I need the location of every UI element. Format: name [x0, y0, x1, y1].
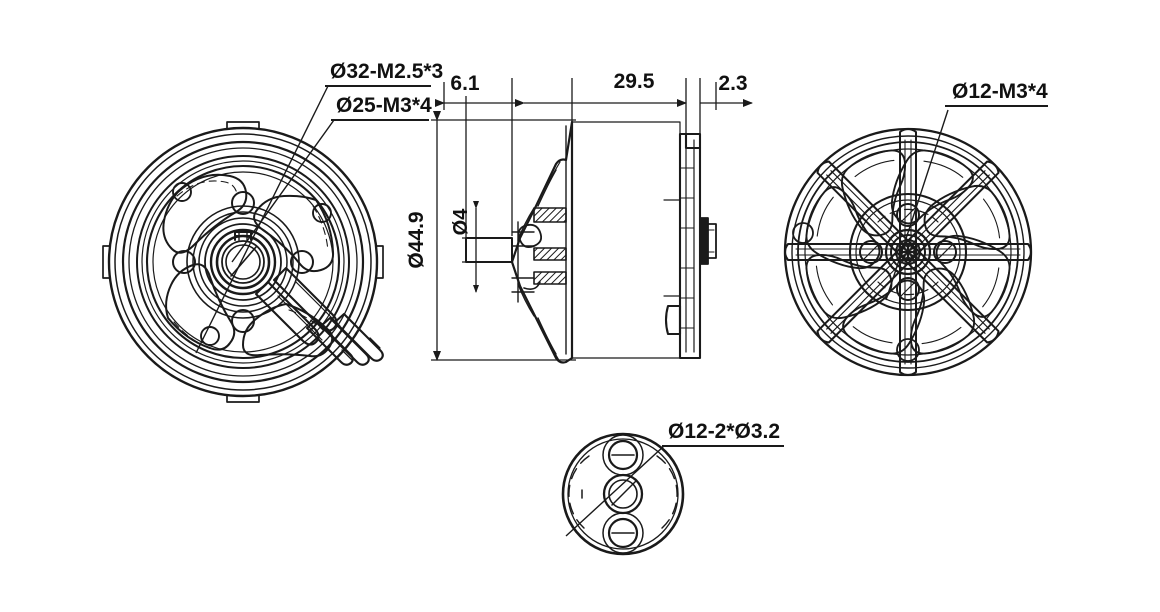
shaft-end-slash [611, 480, 637, 506]
front-rim-notches [102, 121, 384, 403]
leader-d12-m3 [885, 109, 949, 301]
annotation-text-group: Ø32-M2.5*3 Ø25-M3*4 Ø12-M3*4 Ø12-2*Ø3.2 … [330, 60, 1048, 443]
dimension-29-5: 29.5 [614, 70, 655, 93]
bell-hub [848, 192, 968, 312]
section-bell-body [510, 120, 574, 364]
shaft-end-callout-leader [565, 445, 784, 537]
section-base-plate [664, 132, 702, 360]
shaft-end-outer [561, 432, 685, 556]
callout-d25-m3: Ø25-M3*4 [336, 94, 432, 117]
side-section-view [465, 120, 717, 364]
leader-d12-2xd32 [565, 445, 665, 537]
callout-d32-m25: Ø32-M2.5*3 [330, 60, 443, 83]
bell-callout-leader [885, 105, 1048, 301]
section-internal-steps [511, 221, 535, 303]
section-projection-lines [571, 121, 681, 359]
bell-outer-holes [792, 222, 920, 362]
front-hub [186, 205, 300, 319]
shaft-end-holes [602, 434, 644, 554]
front-outer-rings [107, 126, 379, 398]
front-shaft-mark [230, 246, 257, 277]
section-connector-tab [699, 217, 717, 265]
shaft-end-bolt-circle [568, 455, 678, 533]
dimension-2-3: 2.3 [718, 72, 747, 95]
leader-d25-m3 [231, 119, 335, 263]
bell-vent-pockets [805, 149, 1011, 355]
section-shaft [465, 237, 513, 263]
dimension-d4: Ø4 [450, 208, 472, 236]
front-stator-plate [145, 164, 341, 360]
shaft-end-view [561, 432, 685, 556]
dimension-d44-9: Ø44.9 [405, 211, 428, 268]
bell-m3-holes [859, 203, 957, 301]
front-stator-view [102, 121, 384, 403]
front-callout-leaders [195, 85, 431, 354]
front-m3-holes [172, 191, 314, 333]
front-wire-leads [254, 266, 384, 366]
section-windings [517, 207, 567, 290]
callout-d12-m3: Ø12-M3*4 [952, 80, 1048, 103]
front-m25-holes [172, 182, 332, 346]
callout-d12-2xd32: Ø12-2*Ø3.2 [668, 420, 780, 443]
dimension-6-1: 6.1 [450, 72, 480, 95]
section-dimension-lines [431, 78, 753, 361]
